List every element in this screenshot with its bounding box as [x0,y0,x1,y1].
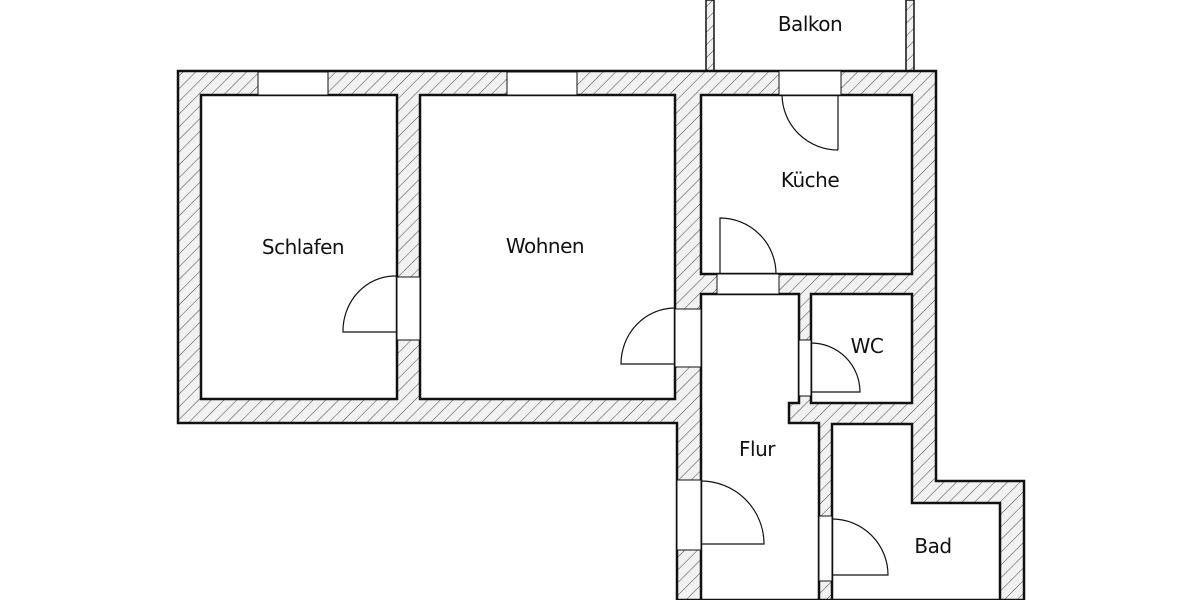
window-wohnen [506,71,578,96]
door-opening-kueche [716,273,780,295]
room-label-wohnen: Wohnen [505,234,585,258]
door-opening-schlafen [396,276,421,341]
door-balkon-icon [781,94,839,151]
window-schlafen [257,71,329,96]
room-label-kueche: Küche [780,168,840,192]
door-opening-balkon [778,70,842,96]
room-label-bad: Bad [914,534,952,558]
flur-room [699,292,821,600]
door-opening-wc [798,339,812,397]
door-flur-icon [700,480,765,545]
door-opening-flur [676,479,702,551]
bad-room [830,422,1002,600]
door-openings [396,70,842,582]
door-bad-icon [831,518,889,576]
door-swings [342,94,889,576]
room-label-balkon: Balkon [777,12,843,36]
room-label-wc: WC [850,334,884,358]
room-interiors [199,93,1002,600]
door-schlafen-icon [342,275,397,333]
kueche-room [699,93,914,276]
door-kueche-icon [719,217,777,275]
schlafen-room [199,93,399,401]
room-label-flur: Flur [739,437,775,461]
door-wc-icon [810,342,861,393]
door-opening-wohnen [674,308,702,368]
room-label-schlafen: Schlafen [261,235,345,259]
door-opening-bad [818,515,833,582]
windows [257,71,578,96]
door-wohnen-icon [620,307,676,365]
